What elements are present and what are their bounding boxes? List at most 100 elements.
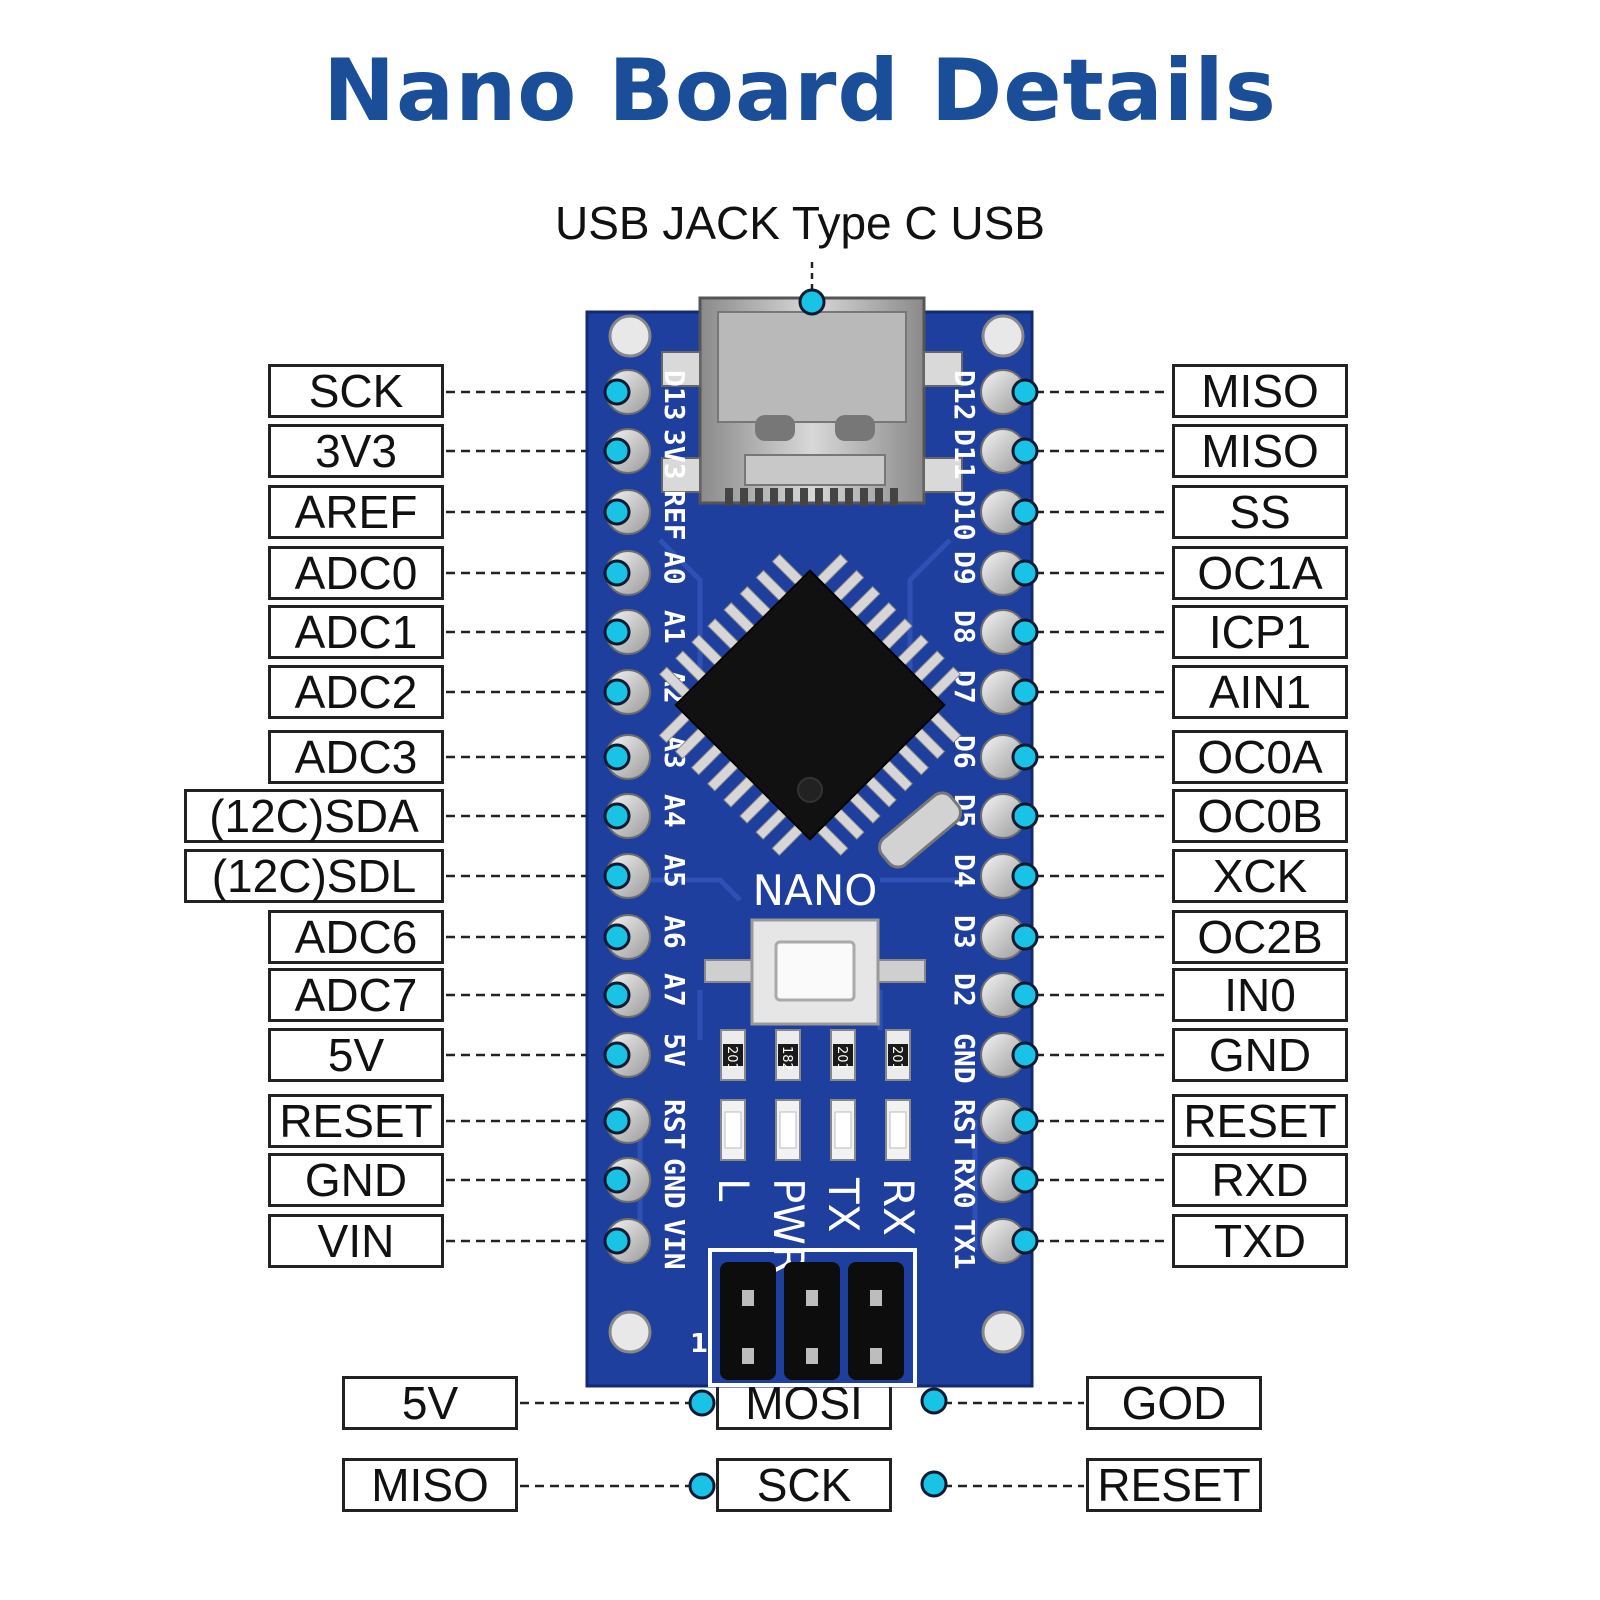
- silk-label-left: A4: [658, 794, 691, 828]
- led-label: L: [709, 1178, 758, 1202]
- silk-label-right: GND: [948, 1033, 981, 1084]
- pin-marker-dot: [603, 437, 631, 465]
- pin-marker-dot: [1011, 981, 1039, 1009]
- right-pin-label: XCK: [1172, 849, 1348, 903]
- left-pin-label: AREF: [268, 485, 444, 539]
- pin-marker-dot: [1011, 923, 1039, 951]
- right-pin-label: RXD: [1172, 1153, 1348, 1207]
- left-pin-label: ADC0: [268, 546, 444, 600]
- led-lens: [834, 1111, 852, 1149]
- resistor-code: 182: [779, 1046, 794, 1071]
- silk-label-right: TX1: [948, 1219, 981, 1270]
- pin-marker-dot: [1011, 802, 1039, 830]
- icsp-marker-dot: [920, 1387, 948, 1415]
- pin-marker-dot: [603, 862, 631, 890]
- pin-marker-dot: [1011, 678, 1039, 706]
- pin-marker-dot: [1011, 1166, 1039, 1194]
- left-pin-label: ADC1: [268, 605, 444, 659]
- icsp-label-reset: RESET: [1086, 1458, 1262, 1512]
- resistor-body: [888, 1044, 908, 1066]
- led-lens: [889, 1111, 907, 1149]
- icsp-pin: [806, 1348, 818, 1364]
- pin-marker-dot: [603, 559, 631, 587]
- silk-label-left: REF: [658, 490, 691, 541]
- pin-marker-dot: [603, 923, 631, 951]
- silk-label-left: VIN: [658, 1219, 691, 1270]
- silk-label-right: D11: [948, 429, 981, 480]
- right-pin-label: IN0: [1172, 968, 1348, 1022]
- crystal-oscillator: [878, 791, 962, 869]
- atmega-chip: [658, 553, 962, 857]
- silk-label-right: RX0: [948, 1158, 981, 1209]
- pin-marker-dot: [603, 1041, 631, 1069]
- left-pin-label: ADC7: [268, 968, 444, 1022]
- right-pin-label: RESET: [1172, 1094, 1348, 1148]
- left-pin-label: (12C)SDL: [184, 849, 444, 903]
- left-pin-label: 3V3: [268, 424, 444, 478]
- left-pin-label: ADC2: [268, 665, 444, 719]
- pin-marker-dot: [603, 498, 631, 526]
- pin-marker-dot: [603, 743, 631, 771]
- pin-marker-dot: [603, 1166, 631, 1194]
- silk-label-left: A7: [658, 973, 691, 1007]
- silk-label-left: GND: [658, 1158, 691, 1209]
- right-pin-label: MISO: [1172, 424, 1348, 478]
- silk-label-left: A0: [658, 551, 691, 585]
- icsp-pin: [870, 1290, 882, 1306]
- pin-marker-dot: [1011, 618, 1039, 646]
- resistor-body: [778, 1044, 798, 1066]
- led-label: RX: [874, 1178, 923, 1236]
- icsp-housing: [848, 1262, 904, 1380]
- icsp-pin: [742, 1290, 754, 1306]
- icsp-pin: [806, 1290, 818, 1306]
- icsp-marker-dot: [688, 1472, 716, 1500]
- pin-marker-dot: [1011, 862, 1039, 890]
- usb-c-connector: [661, 296, 963, 506]
- resistor-body: [723, 1044, 743, 1066]
- silk-label-right: D4: [948, 854, 981, 888]
- silk-label-right: D3: [948, 915, 981, 949]
- led-label: PWR: [764, 1178, 813, 1274]
- icsp-marker-dot: [920, 1470, 948, 1498]
- right-pin-label: OC2B: [1172, 910, 1348, 964]
- right-pin-label: OC1A: [1172, 546, 1348, 600]
- icsp-pin: [742, 1348, 754, 1364]
- pin-marker-dot: [603, 378, 631, 406]
- pin-marker-dot: [1011, 559, 1039, 587]
- right-pin-label: SS: [1172, 485, 1348, 539]
- icsp-pin1-marker: 1: [690, 1329, 708, 1359]
- right-pin-label: TXD: [1172, 1214, 1348, 1268]
- icsp-marker-dot: [688, 1389, 716, 1417]
- silk-label-left: RST: [658, 1099, 691, 1150]
- icsp-housing: [784, 1262, 840, 1380]
- silk-label-left: A6: [658, 915, 691, 949]
- silk-label-right: D12: [948, 370, 981, 421]
- silk-label-left: A1: [658, 610, 691, 644]
- pin-marker-dot: [1011, 1041, 1039, 1069]
- led-lens: [724, 1111, 742, 1149]
- left-pin-label: SCK: [268, 364, 444, 418]
- pin-marker-dot: [1011, 437, 1039, 465]
- resistor-code: 201: [724, 1046, 739, 1071]
- silk-label-right: D8: [948, 610, 981, 644]
- pin-marker-dot: [1011, 498, 1039, 526]
- resistor-body: [833, 1044, 853, 1066]
- left-pin-label: VIN: [268, 1214, 444, 1268]
- right-pin-label: MISO: [1172, 364, 1348, 418]
- pin-marker-dot: [603, 1107, 631, 1135]
- usb-marker-dot: [798, 288, 826, 316]
- silk-label-left: 5V: [658, 1033, 691, 1067]
- pin-marker-dot: [1011, 1227, 1039, 1255]
- pin-marker-dot: [603, 678, 631, 706]
- right-pin-label: GND: [1172, 1028, 1348, 1082]
- pin-marker-dot: [603, 1227, 631, 1255]
- left-pin-label: (12C)SDA: [184, 789, 444, 843]
- left-pin-label: GND: [268, 1153, 444, 1207]
- right-pin-label: AIN1: [1172, 665, 1348, 719]
- board-name: NANO: [753, 866, 878, 915]
- icsp-label-5v: 5V: [342, 1376, 518, 1430]
- icsp-label-gnd: GOD: [1086, 1376, 1262, 1430]
- right-pin-label: OC0B: [1172, 789, 1348, 843]
- resistor-code: 201: [834, 1046, 849, 1071]
